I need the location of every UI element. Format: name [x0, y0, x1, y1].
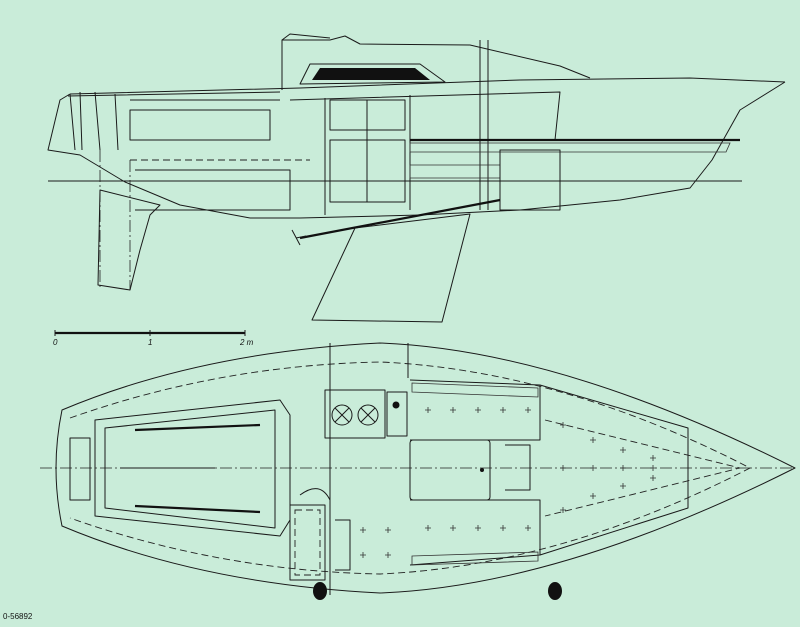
settee-cushion — [409, 164, 501, 179]
drain-icon — [392, 401, 400, 409]
deck-line — [289, 91, 561, 141]
through-hull-fwd — [548, 582, 562, 600]
berth-cushion — [409, 142, 731, 153]
table-leaf — [505, 444, 531, 491]
saloon-table — [409, 439, 491, 501]
keel — [311, 213, 471, 323]
v-berth — [539, 384, 689, 556]
scale-label-0: 0 — [53, 338, 58, 347]
chart-table — [289, 504, 326, 581]
hull-sheer — [69, 77, 786, 95]
transom-hatch — [69, 437, 91, 501]
bulkheads — [324, 95, 411, 215]
engine-box — [499, 149, 561, 211]
scale-label-2: 2 m — [239, 338, 254, 347]
scale-bar: 0 1 2 m — [53, 330, 254, 347]
propeller — [291, 229, 307, 246]
drawing-number: 0-56892 — [3, 612, 33, 621]
sink — [386, 391, 408, 437]
hull-stern — [47, 93, 251, 219]
cockpit-seats — [134, 423, 261, 514]
companionway-bulkhead — [329, 343, 409, 595]
cabin-window-frame — [299, 63, 446, 85]
profile-view — [47, 33, 786, 323]
mast-step — [479, 40, 489, 210]
cushion-tufts — [360, 407, 656, 558]
cabin-window — [312, 68, 430, 80]
hatch-top — [281, 33, 331, 41]
coachroof — [281, 35, 591, 90]
cockpit-lockers — [129, 109, 291, 211]
plan-hull-outline — [55, 342, 796, 594]
scale-label-1: 1 — [148, 338, 152, 347]
prop-shaft — [299, 198, 501, 240]
settees — [409, 379, 541, 566]
burner-left-icon — [331, 404, 353, 426]
rudder — [97, 189, 161, 291]
hull-bow — [250, 81, 786, 219]
stove — [324, 389, 386, 439]
cockpit-coaming — [67, 91, 281, 101]
plan-view — [40, 342, 796, 600]
through-hull-aft — [313, 582, 327, 600]
burner-right-icon — [357, 404, 379, 426]
hanging-locker — [335, 519, 351, 571]
stern-structure — [69, 91, 119, 151]
